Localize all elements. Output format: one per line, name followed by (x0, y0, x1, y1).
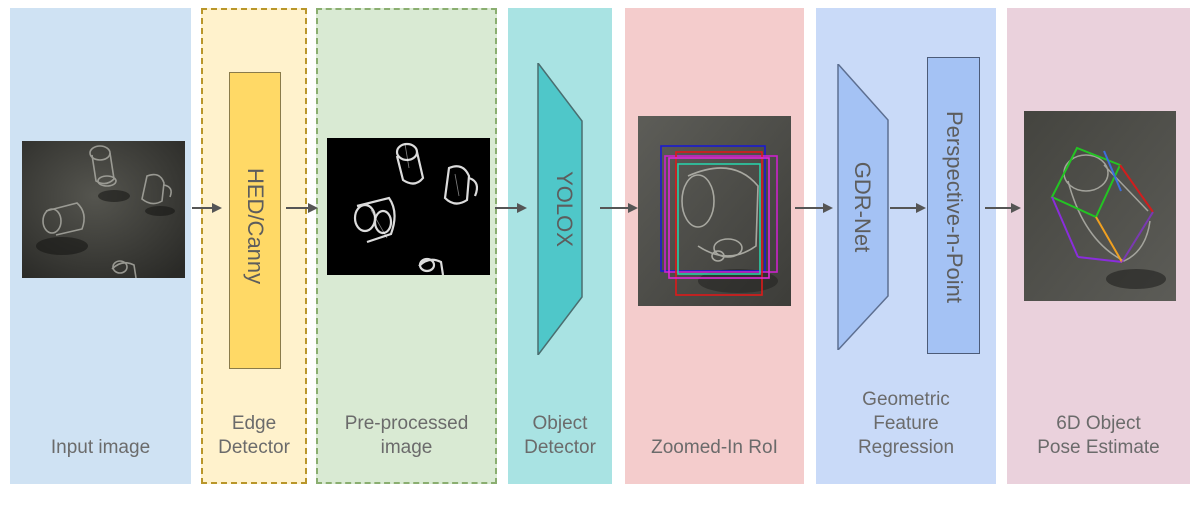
pose-estimate-photo (1024, 111, 1176, 301)
arrow-right-icon (985, 203, 1021, 213)
gdr-net-module (837, 64, 889, 350)
edge-detector-label: Edge Detector (218, 413, 290, 458)
gdr-net-module-label: GDR-Net (850, 161, 875, 253)
pnp-module (927, 57, 980, 354)
preprocessed-image-label: Pre-processed image (344, 413, 469, 458)
arrow-right-icon (795, 203, 833, 213)
arrow-right-icon (890, 203, 926, 213)
object-detector-label: Object Detector (524, 413, 596, 458)
hed-canny-module-label: HED/Canny (243, 168, 268, 285)
geometric-regression-label: Geometric Feature Regression (857, 389, 955, 458)
yolox-module (537, 63, 583, 355)
stage-zoomed-roi: Zoomed-In RoI (625, 8, 804, 484)
zoomed-roi-photo (638, 116, 791, 306)
yolox-module-label: YOLOX (552, 171, 577, 247)
stage-pose-estimate: 6D Object Pose Estimate (1007, 8, 1190, 484)
preprocessed-image-photo (327, 138, 490, 275)
hed-canny-module (229, 72, 281, 369)
zoomed-roi-label: Zoomed-In RoI (651, 437, 778, 458)
input-image-photo (22, 141, 185, 278)
arrow-right-icon (600, 203, 638, 213)
pnp-module-label: Perspective-n-Point (942, 111, 967, 303)
stage-preprocessed-image: Pre-processed image (316, 8, 497, 484)
arrow-right-icon (286, 203, 318, 213)
arrow-right-icon (495, 203, 527, 213)
pose-estimate-label: 6D Object Pose Estimate (1037, 413, 1160, 458)
stage-edge-detector: HED/Canny Edge Detector (201, 8, 307, 484)
stage-input-image: Input image (10, 8, 191, 484)
stage-object-detector: YOLOX Object Detector (508, 8, 612, 484)
stage-geometric-regression: GDR-Net Perspective-n-Point Geometric Fe… (816, 8, 996, 484)
input-image-label: Input image (50, 437, 151, 458)
arrow-right-icon (192, 203, 222, 213)
